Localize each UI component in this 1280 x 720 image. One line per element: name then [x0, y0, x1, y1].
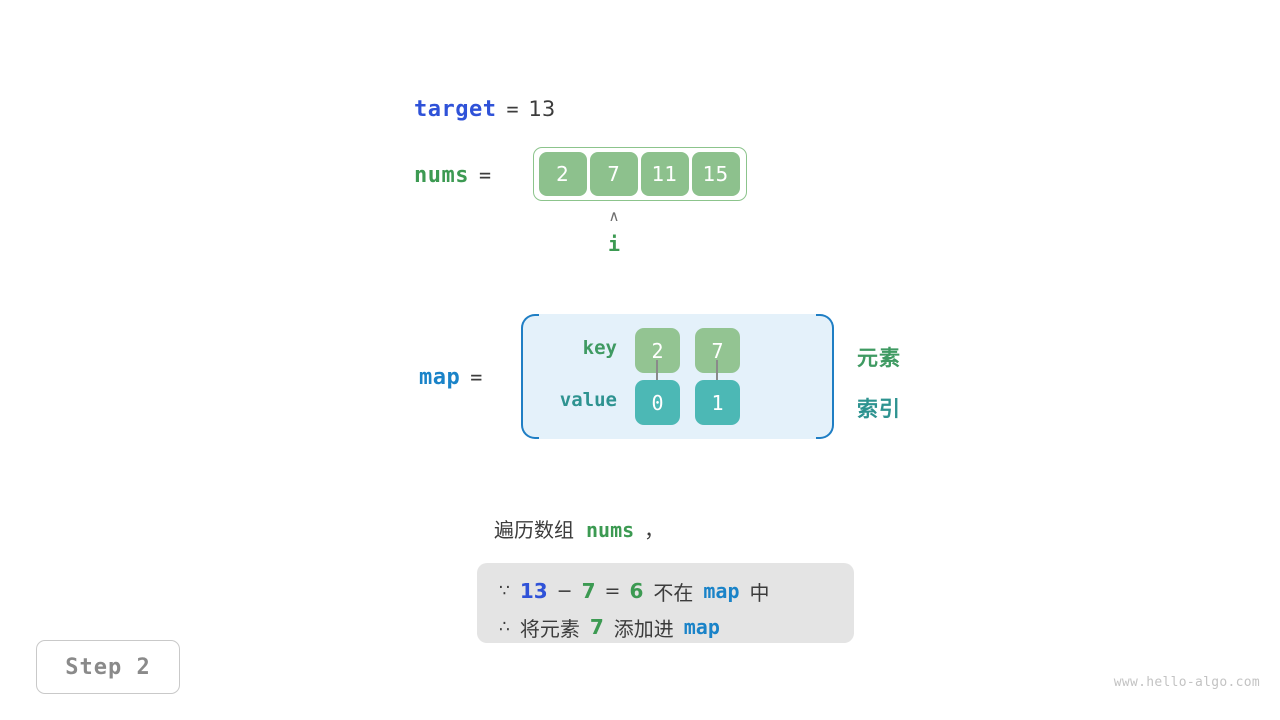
- map-panel: key value 2 7 0 1: [521, 314, 834, 439]
- conclusion-map-token-2: map: [683, 615, 720, 639]
- narrative-prefix: 遍历数组: [494, 518, 574, 542]
- side-label-element: 元素: [857, 346, 901, 370]
- array-cell: 2: [538, 152, 587, 196]
- conclusion-append-text: 添加进: [613, 616, 674, 641]
- map-value-cell: 1: [695, 380, 740, 425]
- target-var-label: target: [414, 96, 497, 122]
- array-cell: 11: [640, 152, 689, 196]
- conclusion-element-value: 7: [589, 615, 604, 639]
- nums-row: nums =: [414, 158, 501, 192]
- conclusion-line-2: ∴ 将元素 7 添加进 map: [499, 609, 854, 645]
- narrative-suffix: ，: [644, 518, 665, 542]
- pointer-caret-icon: ∧: [608, 207, 620, 225]
- conclusion-add-text: 将元素: [519, 616, 580, 641]
- watermark: www.hello-algo.com: [1113, 675, 1260, 690]
- array-cell: 15: [691, 152, 740, 196]
- conclusion-map-token: map: [703, 579, 740, 603]
- conclusion-target-value: 13: [519, 579, 548, 603]
- map-value-row-label: value: [559, 389, 617, 411]
- conclusion-box: ∵ 13 − 7 = 6 不在 map 中 ∴ 将元素 7 添加进 map: [477, 563, 854, 643]
- map-equals-sign: =: [470, 365, 483, 389]
- nums-array-container: 2 7 11 15: [533, 147, 747, 201]
- equals-operator: =: [604, 580, 621, 602]
- nums-equals-sign: =: [478, 163, 492, 187]
- map-key-row-label: key: [582, 337, 617, 359]
- narrative-line: 遍历数组 nums ，: [494, 514, 664, 543]
- target-row: target = 13: [414, 92, 555, 126]
- narrative-nums-token: nums: [586, 518, 635, 542]
- side-label-index: 索引: [857, 397, 901, 421]
- step-badge: Step 2: [36, 640, 180, 694]
- conclusion-current-value: 7: [581, 579, 596, 603]
- pointer-index-label: i: [607, 232, 621, 256]
- therefore-symbol: ∴: [499, 617, 510, 637]
- conclusion-line-1: ∵ 13 − 7 = 6 不在 map 中: [499, 573, 854, 609]
- array-cell: 7: [589, 152, 638, 196]
- map-label-row: map =: [419, 362, 492, 392]
- because-symbol: ∵: [499, 581, 510, 601]
- conclusion-in-text: 中: [749, 580, 770, 605]
- minus-operator: −: [556, 580, 573, 602]
- conclusion-not-in-text: 不在: [653, 580, 694, 605]
- target-equals-sign: =: [506, 97, 519, 121]
- nums-var-label: nums: [414, 162, 469, 188]
- map-var-label: map: [419, 364, 461, 390]
- target-value: 13: [528, 97, 556, 121]
- conclusion-difference: 6: [629, 579, 644, 603]
- map-value-cell: 0: [635, 380, 680, 425]
